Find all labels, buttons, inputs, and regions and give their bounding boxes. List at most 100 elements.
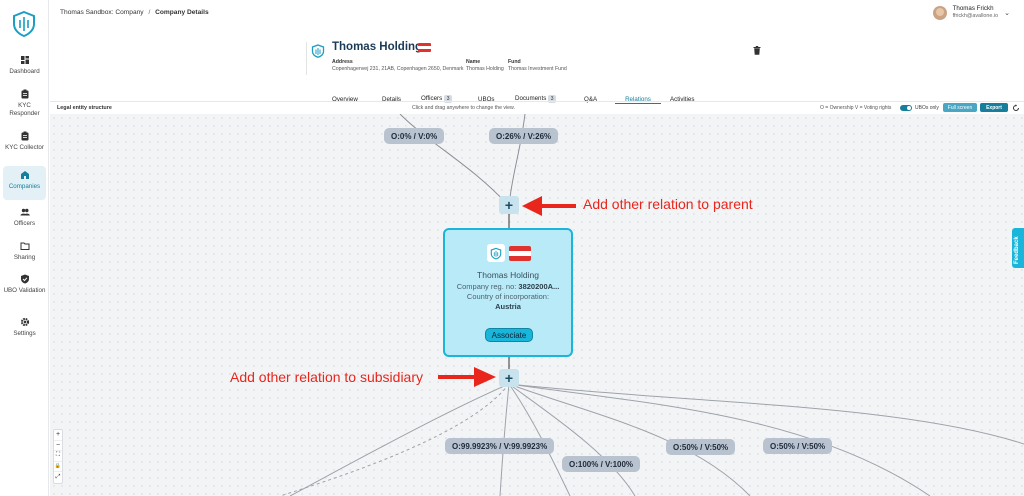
annotation-subsidiary: Add other relation to subsidiary [230,369,423,385]
zoom-controls: + − ⛶ 🔒 ⤢ [53,429,63,484]
breadcrumb: Thomas Sandbox: Company / Company Detail… [60,9,209,16]
tab-ubos[interactable]: UBOs [478,88,495,104]
sidebar-item-kyc-responder[interactable]: KYC Responder [3,85,46,117]
reset-view-icon[interactable] [1012,104,1020,112]
sidebar-item-label: UBO Validation [3,287,46,294]
red-arrow-right-icon [438,367,496,387]
sidebar-item-ubo-validation[interactable]: UBO Validation [3,270,46,295]
node-company-name: Thomas Holding [477,270,539,280]
clipboard-icon [21,131,28,141]
add-subsidiary-relation-button[interactable]: + [499,369,519,387]
address-label: Address [332,59,353,65]
address-value: Copenhagenvej 231, 21AB, Copenhagen 2650… [332,66,464,72]
name-value: Thomas Holding [466,66,504,72]
sidebar: Dashboard KYC Responder KYC Collector Co… [0,0,49,496]
tab-qa[interactable]: Q&A [584,88,597,104]
tab-label: Details [382,96,401,103]
company-logo-icon [311,44,325,58]
sidebar-item-companies[interactable]: Companies [3,166,46,200]
sidebar-item-sharing[interactable]: Sharing [3,237,46,262]
breadcrumb-separator: / [148,9,151,16]
flag-austria-icon [509,246,531,261]
clipboard-icon [21,89,28,99]
sidebar-item-label: KYC Collector [5,144,44,151]
address-field: Address Copenhagenvej 231, 21AB, Copenha… [332,59,464,73]
node-country-label: Country of incorporation: [466,292,550,301]
edge-label-parent-2[interactable]: O:26% / V:26% [489,128,559,144]
subsidiary-edge-line [508,383,1024,445]
dashboard-icon [20,56,29,64]
user-email: ffrickh@avallone.io [952,12,999,19]
sidebar-item-officers[interactable]: Officers [3,203,46,228]
fit-view-button[interactable]: ⛶ [54,451,62,462]
ubos-only-label: UBOs only [915,105,939,111]
name-label: Name [466,59,481,65]
avatar [932,5,947,20]
name-field: Name Thomas Holding [466,59,504,73]
chevron-down-icon[interactable]: ⌄ [1004,9,1010,17]
folder-icon [20,242,29,250]
breadcrumb-section[interactable]: Company [115,9,144,16]
drag-hint: Click and drag anywhere to change the vi… [412,105,515,111]
feedback-tab[interactable]: Feedback [1012,228,1024,268]
tab-label: UBOs [478,96,495,103]
sidebar-item-kyc-collector[interactable]: KYC Collector [3,127,46,152]
flag-austria-icon [418,43,431,52]
subsidiary-edge-line [508,383,931,496]
shield-check-icon [20,274,29,284]
sidebar-item-label: KYC Responder [9,102,40,117]
tab-relations[interactable]: Relations [615,88,661,104]
company-node[interactable]: Thomas Holding Company reg. no: 3820200A… [443,228,573,357]
tab-label: Overview [332,96,358,103]
red-arrow-left-icon [522,196,576,216]
user-menu[interactable]: Thomas Frickh ffrickh@avallone.io ⌄ [932,5,1010,20]
reg-value: 3820200A... [518,282,560,291]
subsidiary-edge-line [508,383,751,496]
tab-activities[interactable]: Activities [670,88,694,104]
tab-label: Q&A [584,96,598,103]
fund-field: Fund Thomas Investment Fund [508,59,567,73]
subsidiary-edge-line [279,383,510,496]
lock-button[interactable]: 🔒 [54,462,62,472]
expand-button[interactable]: ⤢ [55,473,61,480]
subsidiary-edge-line [289,383,510,496]
tabs-divider [50,101,1024,102]
fullscreen-button[interactable]: Full screen [943,103,977,112]
ownership-legend: O = Ownership V = Voting rights [820,105,892,111]
documents-count-badge: 3 [548,95,557,103]
edge-label-subsidiary-4[interactable]: O:50% / V:50% [763,438,833,454]
node-country-value: Austria [495,302,521,311]
breadcrumb-org: Thomas Sandbox: [60,9,114,16]
annotation-parent: Add other relation to parent [583,196,753,212]
relations-canvas[interactable]: O:0% / V:0% O:26% / V:26% + Thomas Holdi… [50,114,1024,496]
subsidiary-edge-line [508,383,571,496]
edge-label-parent-1[interactable]: O:0% / V:0% [384,128,445,144]
edge-label-subsidiary-1[interactable]: O:99.9923% / V:99.9923% [445,438,555,454]
tab-overview[interactable]: Overview [332,88,358,104]
breadcrumb-current: Company Details [155,9,209,16]
add-parent-relation-button[interactable]: + [499,196,519,214]
fund-label: Fund [508,59,521,65]
trash-icon[interactable] [753,46,761,55]
sidebar-item-settings[interactable]: Settings [3,313,46,338]
export-button[interactable]: Export [980,103,1008,112]
sidebar-item-label: Sharing [13,254,36,261]
sidebar-item-dashboard[interactable]: Dashboard [3,51,46,76]
app-logo[interactable] [12,11,36,37]
user-name: Thomas Frickh [952,5,994,12]
people-icon [20,208,30,216]
section-title: Legal entity structure [57,105,112,111]
edge-label-subsidiary-2[interactable]: O:100% / V:100% [562,456,641,472]
company-logo-icon [487,244,505,262]
zoom-in-button[interactable]: + [54,430,62,441]
sidebar-item-label: Officers [13,220,36,227]
ubos-only-toggle[interactable] [900,105,912,111]
edge-label-subsidiary-3[interactable]: O:50% / V:50% [666,439,736,455]
tab-details[interactable]: Details [382,88,401,104]
feedback-label: Feedback [1014,236,1020,264]
zoom-out-button[interactable]: − [54,441,62,451]
node-reg-number: Company reg. no: 3820200A... [445,282,571,291]
tab-label: Documents [515,95,547,102]
